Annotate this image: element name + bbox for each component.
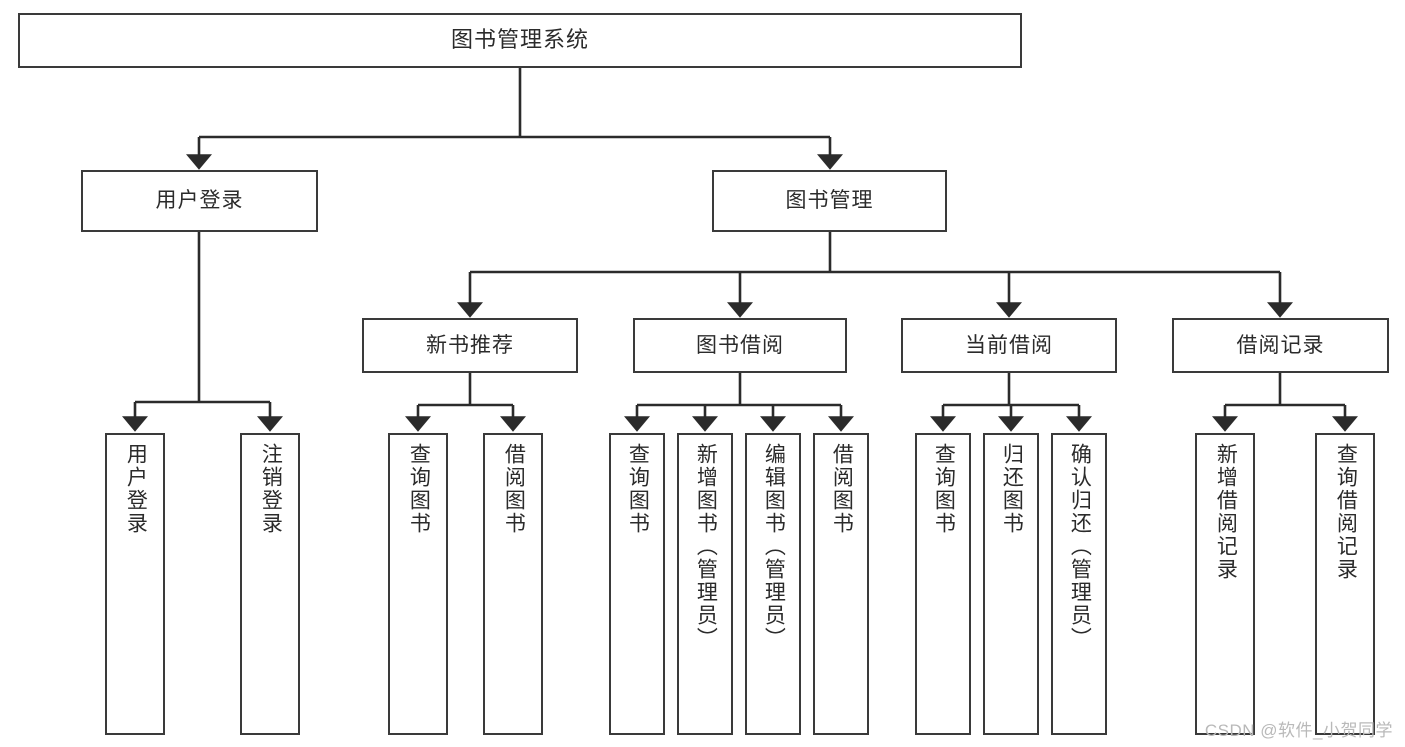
node-label: 用户登录 <box>124 443 148 535</box>
leaf-query-book-borrow[interactable]: 查询图书 <box>609 433 665 735</box>
node-label: 查询图书 <box>407 443 431 535</box>
node-label: 当前借阅 <box>965 333 1053 357</box>
node-label: 新书推荐 <box>426 333 514 357</box>
node-label: 归还图书 <box>1000 443 1024 535</box>
leaf-edit-book-admin[interactable]: 编辑图书（管理员） <box>745 433 801 735</box>
node-label: 图书借阅 <box>696 333 784 357</box>
node-label: 注销登录 <box>259 443 283 535</box>
node-label: 查询图书 <box>626 443 650 535</box>
node-label: 借阅图书 <box>502 443 526 535</box>
node-label: 查询图书 <box>932 443 956 535</box>
node-label: 借阅图书 <box>830 443 854 535</box>
node-label: 借阅记录 <box>1236 333 1325 357</box>
node-book-management[interactable]: 图书管理 <box>712 170 947 232</box>
node-borrow-record[interactable]: 借阅记录 <box>1172 318 1389 373</box>
leaf-add-book-admin[interactable]: 新增图书（管理员） <box>677 433 733 735</box>
node-label: 图书管理 <box>785 189 874 213</box>
leaf-return-book[interactable]: 归还图书 <box>983 433 1039 735</box>
leaf-borrow-book-recommend[interactable]: 借阅图书 <box>483 433 543 735</box>
leaf-query-book-recommend[interactable]: 查询图书 <box>388 433 448 735</box>
node-new-book-recommend[interactable]: 新书推荐 <box>362 318 578 373</box>
leaf-confirm-return-admin[interactable]: 确认归还（管理员） <box>1051 433 1107 735</box>
leaf-query-borrow-record[interactable]: 查询借阅记录 <box>1315 433 1375 735</box>
leaf-add-borrow-record[interactable]: 新增借阅记录 <box>1195 433 1255 735</box>
node-user-login[interactable]: 用户登录 <box>81 170 318 232</box>
leaf-query-book-current[interactable]: 查询图书 <box>915 433 971 735</box>
csdn-watermark: CSDN @软件_小贺同学 <box>1204 721 1393 740</box>
node-label: 编辑图书（管理员） <box>762 443 786 650</box>
node-book-borrow[interactable]: 图书借阅 <box>633 318 847 373</box>
leaf-user-login[interactable]: 用户登录 <box>105 433 165 735</box>
node-label: 图书管理系统 <box>450 27 589 53</box>
node-label: 新增借阅记录 <box>1214 443 1238 581</box>
node-label: 用户登录 <box>155 189 244 213</box>
node-label: 确认归还（管理员） <box>1068 443 1092 650</box>
leaf-borrow-book[interactable]: 借阅图书 <box>813 433 869 735</box>
node-label: 新增图书（管理员） <box>694 443 718 650</box>
node-current-borrow[interactable]: 当前借阅 <box>901 318 1117 373</box>
node-label: 查询借阅记录 <box>1334 443 1358 581</box>
leaf-user-logout[interactable]: 注销登录 <box>240 433 300 735</box>
node-root-book-management-system[interactable]: 图书管理系统 <box>18 13 1022 68</box>
